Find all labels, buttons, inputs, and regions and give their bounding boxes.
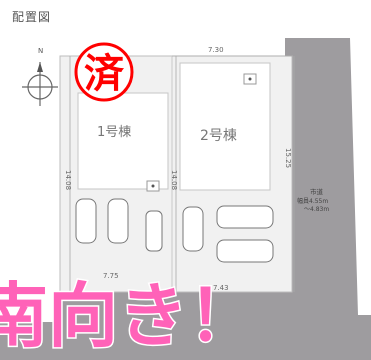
- building-1: [77, 92, 169, 190]
- dim-right-depth: 15.25: [284, 148, 292, 168]
- building-1-entrance-dot: [151, 184, 155, 188]
- sold-badge: 済: [74, 42, 134, 102]
- dimension-lines: [69, 55, 295, 292]
- road-width-line2: ～4.83m: [304, 206, 329, 213]
- road-title: 市道: [310, 187, 324, 196]
- compass-icon: N: [22, 47, 58, 106]
- road-area: [0, 38, 371, 360]
- building-2-entrance-dot: [248, 77, 252, 81]
- building-1-label: 1号棟: [97, 125, 131, 140]
- car-2: [107, 198, 129, 244]
- building-2-label: 2号棟: [200, 128, 237, 144]
- car-6: [216, 239, 274, 263]
- compass-north-label: N: [38, 47, 43, 55]
- dim-bottom-left: 7.75: [103, 272, 119, 280]
- car-5: [216, 205, 274, 229]
- sold-badge-label: 済: [84, 51, 125, 97]
- dim-top-width: 7.30: [208, 46, 224, 54]
- car-1: [75, 198, 97, 244]
- car-3: [145, 210, 163, 252]
- car-4: [182, 206, 204, 252]
- dim-lot1-depth: 14.08: [64, 170, 72, 190]
- dim-bottom-right: 7.43: [213, 284, 229, 292]
- dim-lot2-depth: 14.08: [170, 170, 178, 190]
- parking-cars: [75, 198, 274, 263]
- road-width-line1: 幅員4.55m: [297, 197, 328, 205]
- page-title: 配置図: [12, 10, 52, 24]
- banner-text: 南向き！: [0, 275, 258, 357]
